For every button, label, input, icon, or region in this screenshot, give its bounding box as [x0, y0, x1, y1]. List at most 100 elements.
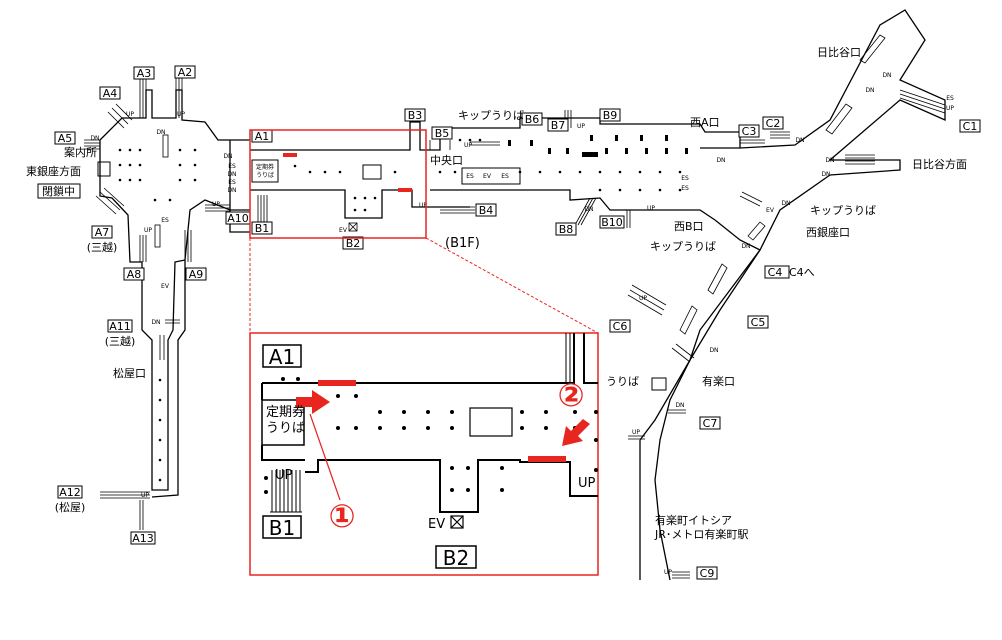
exit-boxes-a: [54, 65, 251, 545]
exit-a8: A8: [127, 268, 142, 281]
marker-es: ES: [501, 173, 509, 180]
exit-a2: A2: [178, 66, 193, 79]
inset-label-b2: B2: [443, 546, 469, 570]
label-nishi-b: 西B口: [674, 220, 704, 233]
inset-label-a1: A1: [269, 345, 295, 369]
exit-boxes-b: [251, 108, 625, 250]
highlight-1-small: [283, 153, 297, 157]
marker-dn: DN: [156, 129, 165, 136]
marker-dn: DN: [741, 243, 750, 250]
marker-dn: DN: [882, 72, 891, 79]
inset-up: UP: [275, 468, 293, 483]
inset-up-right: UP: [578, 476, 596, 491]
label-nishi-a: 西A口: [690, 116, 720, 129]
marker-up: UP: [664, 569, 672, 576]
marker-up: UP: [144, 227, 152, 234]
label-ticket-partial: うりば: [606, 375, 639, 388]
inset-zoom: A1 B1 B2 定期券 うりば UP UP EV ① ②: [249, 332, 599, 576]
exit-b7: B7: [551, 119, 566, 132]
exit-c5: C5: [751, 316, 766, 329]
marker-dn: DN: [227, 171, 236, 178]
highlight-2: [528, 456, 566, 462]
marker-dn: DN: [584, 206, 593, 213]
right-concourse: [639, 9, 946, 581]
pass-office-line2: うりば: [256, 171, 274, 179]
exit-b6: B6: [525, 113, 540, 126]
dots-left: [118, 148, 197, 482]
marker-ev: EV: [339, 227, 348, 234]
marker-dn: DN: [223, 153, 232, 160]
marker-es: ES: [681, 185, 689, 192]
label-central-gate: 中央口: [430, 154, 463, 167]
exit-c7: C7: [703, 417, 718, 430]
exit-a3: A3: [137, 67, 152, 80]
inset-ev: EV: [428, 517, 445, 532]
marker-up: UP: [212, 201, 220, 208]
label-itocia: 有楽町イトシア: [655, 513, 732, 527]
marker-up: UP: [177, 111, 185, 118]
exit-a7: A7: [95, 226, 110, 239]
highlight-1: [318, 380, 356, 386]
inset-label-b1: B1: [269, 516, 295, 540]
exit-b5: B5: [435, 127, 450, 140]
marker-up: UP: [647, 205, 655, 212]
exit-a13: A13: [132, 532, 154, 545]
exit-c4: C4: [768, 266, 783, 279]
exit-b2: B2: [346, 237, 361, 250]
exit-a11: A11: [109, 320, 131, 333]
marker-dn: DN: [825, 157, 834, 164]
marker-dn: DN: [795, 137, 804, 144]
marker-es: ES: [228, 163, 236, 170]
exit-a7-sub: (三越): [87, 240, 118, 254]
marker-up: UP: [141, 492, 149, 499]
exit-c3: C3: [742, 125, 757, 138]
marker-up: UP: [632, 429, 640, 436]
marker-es: ES: [466, 173, 474, 180]
label-higashi-ginza: 東銀座方面: [26, 164, 81, 178]
marker-dn: DN: [781, 200, 790, 207]
label-matsuya-gate: 松屋口: [113, 366, 146, 380]
exit-a10: A10: [227, 212, 249, 225]
exit-c2: C2: [766, 117, 781, 130]
platforms-right: [679, 34, 886, 335]
stairs-right: [627, 89, 946, 579]
label-hibiya-dir: 日比谷方面: [912, 157, 967, 171]
marker-up: UP: [464, 142, 472, 149]
label-jr-metro: JR･メトロ有楽町駅: [654, 527, 748, 541]
marker-up: UP: [639, 295, 647, 302]
inset-pass-line1: 定期券: [266, 404, 305, 420]
marker-circle-2: ②: [557, 376, 584, 414]
marker-circle-1: ①: [328, 497, 355, 535]
stairs-left: [84, 75, 230, 530]
marker-ev: EV: [483, 173, 492, 180]
marker-up: UP: [126, 111, 134, 118]
exit-c1: C1: [963, 120, 978, 133]
exit-b1: B1: [255, 222, 270, 235]
marker-dn: DN: [151, 319, 160, 326]
marker-es: ES: [681, 175, 689, 182]
arrow-1: [296, 390, 330, 414]
marker-dn: DN: [90, 135, 99, 142]
label-hibiya-gate: 日比谷口: [817, 46, 861, 59]
marker-up: UP: [419, 202, 427, 209]
exit-boxes-c: [609, 116, 981, 580]
label-floor: (B1F): [445, 236, 480, 251]
marker-dn: DN: [227, 187, 236, 194]
label-ticket-lower: キップうりば: [650, 240, 716, 253]
marker-ev: EV: [766, 207, 775, 214]
exit-b8: B8: [559, 223, 574, 236]
exit-c9: C9: [700, 567, 715, 580]
label-c4-to: C4へ: [789, 266, 815, 279]
exit-b4: B4: [479, 204, 494, 217]
exit-b3: B3: [408, 109, 423, 122]
label-yurakucho-gate: 有楽口: [702, 374, 735, 388]
marker-up: UP: [577, 123, 585, 130]
dots-center: [293, 138, 682, 212]
exit-a4: A4: [103, 87, 118, 100]
marker-dn: DN: [865, 87, 874, 94]
marker-es: ES: [946, 95, 954, 102]
label-info-center: 案内所: [64, 145, 97, 159]
focus-frame: [249, 129, 427, 239]
inset-pass-line2: うりば: [266, 421, 305, 436]
exit-b9: B9: [603, 109, 618, 122]
